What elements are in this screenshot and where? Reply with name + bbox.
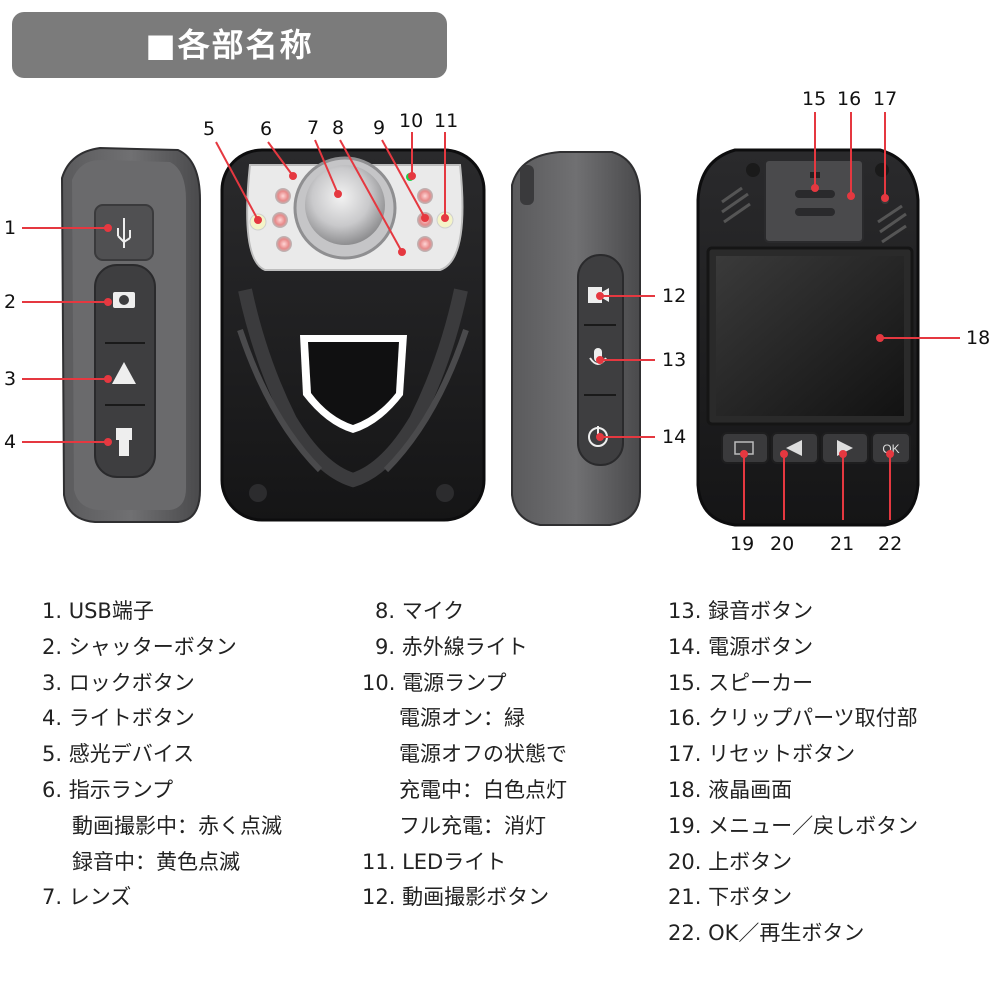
callout-16: 16	[837, 88, 862, 110]
list-item: 21. 下ボタン	[668, 885, 793, 910]
callout-15: 15	[802, 88, 827, 110]
speaker	[795, 208, 835, 216]
list-subitem: フル充電：消灯	[399, 813, 546, 838]
list-item: 10. 電源ランプ	[362, 670, 507, 695]
list-item: 5. 感光デバイス	[42, 742, 195, 767]
callout-13: 13	[662, 349, 687, 371]
list-item: 12. 動画撮影ボタン	[362, 885, 550, 910]
callout-3: 3	[4, 368, 17, 390]
list-subitem: 動画撮影中：赤く点滅	[72, 813, 282, 838]
list-item: 3. ロックボタン	[42, 670, 195, 695]
list-subitem: 録音中：黄色点滅	[72, 849, 240, 874]
list-item: 15. スピーカー	[668, 670, 814, 695]
parts-list-col3: 13. 録音ボタン 14. 電源ボタン 15. スピーカー 16. クリップパー…	[668, 594, 918, 952]
callout-2: 2	[4, 291, 17, 313]
list-item: 22. OK／再生ボタン	[668, 921, 865, 946]
parts-list-col2: 8. マイク 9. 赤外線ライト 10. 電源ランプ 電源オン：緑 電源オフの状…	[362, 594, 567, 916]
callout-22: 22	[878, 533, 903, 555]
list-item: 8. マイク	[375, 599, 465, 623]
callout-14: 14	[662, 426, 687, 448]
list-item: 17. リセットボタン	[668, 742, 856, 767]
page-title: ■各部名称	[145, 26, 314, 64]
callout-6: 6	[260, 118, 273, 140]
callout-8: 8	[332, 117, 345, 139]
list-item: 13. 録音ボタン	[668, 599, 814, 623]
parts-list-col1: 1. USB端子 2. シャッターボタン 3. ロックボタン 4. ライトボタン…	[42, 594, 282, 916]
list-item: 1. USB端子	[42, 599, 154, 623]
right-side-view	[511, 151, 641, 526]
callout-17: 17	[873, 88, 898, 110]
list-item: 4. ライトボタン	[42, 706, 195, 731]
list-subitem: 電源オン：緑	[399, 706, 525, 731]
list-item: 20. 上ボタン	[668, 849, 793, 874]
callout-19: 19	[730, 533, 755, 555]
callout-11: 11	[434, 110, 459, 132]
left-side-view	[60, 146, 201, 523]
callout-18: 18	[966, 327, 991, 349]
callout-10: 10	[399, 110, 424, 132]
callout-21: 21	[830, 533, 855, 555]
callout-5: 5	[203, 118, 216, 140]
list-item: 2. シャッターボタン	[42, 634, 237, 659]
list-item: 7. レンズ	[42, 885, 132, 910]
list-item: 9. 赤外線ライト	[375, 634, 528, 659]
back-view: OK	[696, 148, 920, 527]
callout-20: 20	[770, 533, 795, 555]
list-item: 16. クリップパーツ取付部	[668, 706, 918, 731]
lcd-screen	[716, 256, 904, 416]
device-diagram: OK	[22, 112, 960, 527]
callout-12: 12	[662, 285, 687, 307]
usb-icon	[117, 218, 131, 248]
callout-1: 1	[4, 217, 17, 239]
list-item: 18. 液晶画面	[668, 777, 793, 802]
list-item: 19. メニュー／戻しボタン	[668, 813, 919, 838]
list-subitem: 電源オフの状態で	[399, 742, 567, 767]
title-bar: ■各部名称	[12, 12, 447, 78]
list-subitem: 充電中：白色点灯	[399, 777, 567, 802]
callout-4: 4	[4, 431, 17, 453]
callout-7: 7	[307, 117, 320, 139]
lens	[305, 165, 385, 245]
flashlight-icon	[116, 428, 132, 440]
lock-warning-icon	[112, 362, 136, 384]
left-arrow-icon	[786, 440, 802, 456]
list-item: 6. 指示ランプ	[42, 777, 174, 802]
list-item: 11. LEDライト	[362, 849, 507, 874]
callout-9: 9	[373, 117, 386, 139]
ir-light	[417, 188, 433, 204]
leader-lines	[22, 112, 960, 520]
list-item: 14. 電源ボタン	[668, 634, 814, 659]
